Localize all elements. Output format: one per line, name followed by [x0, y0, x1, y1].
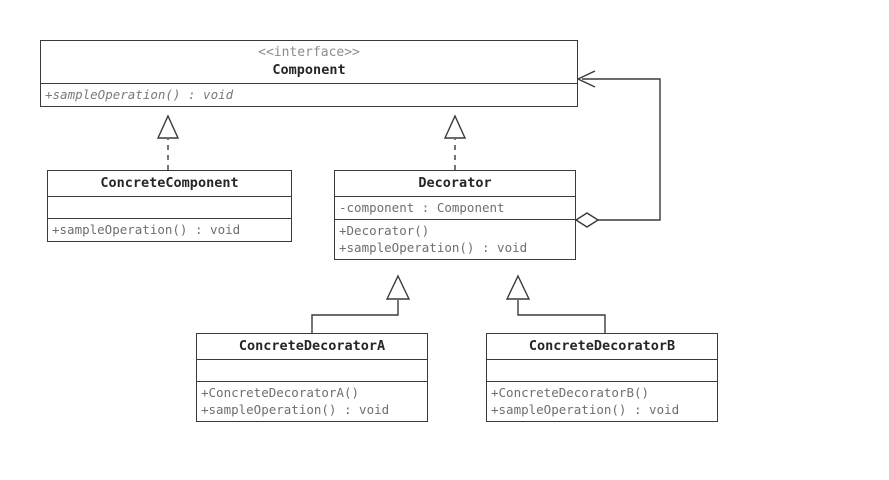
generalization-line-concretedecoratora	[311, 300, 399, 333]
decorator-operation-1: +sampleOperation() : void	[339, 240, 528, 255]
concrete-component-operations-compartment: +sampleOperation() : void	[48, 218, 291, 241]
class-box-concrete-component[interactable]: ConcreteComponent +sampleOperation() : v…	[47, 170, 292, 242]
aggregation-decorator-component	[574, 70, 661, 228]
component-operation-0: +sampleOperation() : void	[45, 87, 234, 102]
concrete-component-operation-0: +sampleOperation() : void	[52, 222, 241, 237]
concrete-decorator-b-name-compartment: ConcreteDecoratorB	[487, 334, 717, 359]
concrete-decorator-b-attributes-compartment	[487, 359, 717, 381]
decorator-operations-compartment: +Decorator() +sampleOperation() : void	[335, 219, 575, 259]
aggregation-line	[582, 78, 661, 221]
decorator-attribute-0: -component : Component	[339, 200, 505, 215]
concrete-decorator-a-attributes-compartment	[197, 359, 427, 381]
decorator-attributes-compartment: -component : Component	[335, 196, 575, 219]
hollow-triangle-head-decorator	[443, 114, 467, 139]
concrete-decorator-b-operation-0: +ConcreteDecoratorB()	[491, 385, 650, 400]
hollow-triangle-head-concretecomponent	[156, 114, 180, 139]
concrete-decorator-a-operations-compartment: +ConcreteDecoratorA() +sampleOperation()…	[197, 381, 427, 421]
hollow-triangle-head-concretedecoratorb	[505, 274, 531, 300]
generalization-line-concretedecoratorb	[517, 300, 606, 333]
concrete-component-attributes-compartment	[48, 196, 291, 218]
component-operations-compartment: +sampleOperation() : void	[41, 83, 577, 106]
decorator-name-compartment: Decorator	[335, 171, 575, 196]
concrete-decorator-a-operation-1: +sampleOperation() : void	[201, 402, 390, 417]
class-box-decorator[interactable]: Decorator -component : Component +Decora…	[334, 170, 576, 260]
class-box-concrete-decorator-a[interactable]: ConcreteDecoratorA +ConcreteDecoratorA()…	[196, 333, 428, 422]
decorator-class-name: Decorator	[418, 175, 492, 191]
component-name-compartment: <<interface>> Component	[41, 41, 577, 83]
concrete-decorator-b-operation-1: +sampleOperation() : void	[491, 402, 680, 417]
generalization-concretedecoratora-decorator	[311, 274, 411, 333]
concrete-decorator-a-operation-0: +ConcreteDecoratorA()	[201, 385, 360, 400]
generalization-concretedecoratorb-decorator	[505, 274, 606, 333]
open-arrow-head	[576, 70, 596, 88]
realization-decorator-component	[443, 114, 467, 170]
realization-concretecomponent-component	[156, 114, 180, 170]
hollow-triangle-head-concretedecoratora	[385, 274, 411, 300]
hollow-diamond-tail	[574, 212, 600, 228]
concrete-component-name-compartment: ConcreteComponent	[48, 171, 291, 196]
concrete-decorator-b-operations-compartment: +ConcreteDecoratorB() +sampleOperation()…	[487, 381, 717, 421]
concrete-component-class-name: ConcreteComponent	[100, 175, 239, 191]
concrete-decorator-b-class-name: ConcreteDecoratorB	[528, 338, 676, 354]
component-stereotype: <<interface>>	[258, 45, 360, 60]
class-box-concrete-decorator-b[interactable]: ConcreteDecoratorB +ConcreteDecoratorB()…	[486, 333, 718, 422]
class-box-component[interactable]: <<interface>> Component +sampleOperation…	[40, 40, 578, 107]
concrete-decorator-a-class-name: ConcreteDecoratorA	[238, 338, 386, 354]
component-class-name: Component	[272, 62, 346, 78]
decorator-operation-0: +Decorator()	[339, 223, 430, 238]
concrete-decorator-a-name-compartment: ConcreteDecoratorA	[197, 334, 427, 359]
